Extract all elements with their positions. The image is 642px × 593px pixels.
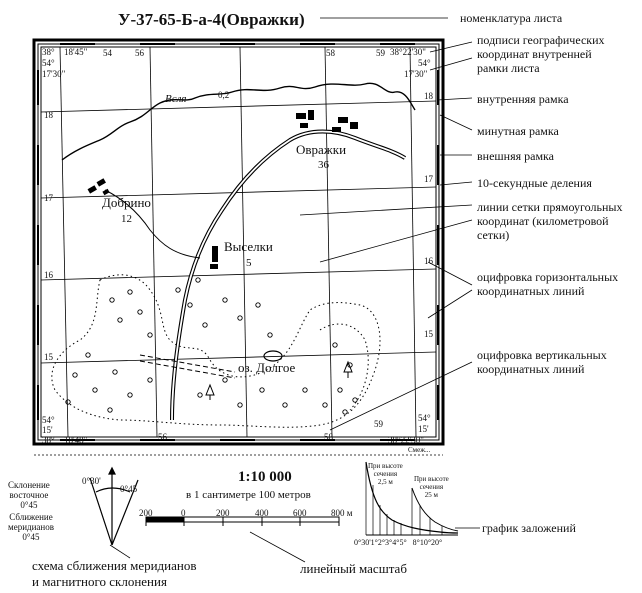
callout-slope-graph: график заложений (482, 521, 576, 535)
place-vyselki-num: 5 (246, 257, 252, 269)
scale-tick-2: 200 (216, 508, 230, 518)
river-name: Вcля (165, 93, 187, 105)
conv-label: Сближение меридианов 0°45 (8, 512, 54, 542)
inner-frame (40, 46, 437, 438)
place-ovrazhki-num: 36 (318, 159, 329, 171)
coord-bl-min: 15' (42, 425, 53, 435)
settlement-blocks (87, 110, 358, 269)
named-scale: в 1 сантиметре 100 метров (186, 489, 311, 501)
callout-nomenclature: номенклатура листа (460, 11, 563, 25)
grid-left-15: 15 (44, 352, 53, 362)
tree-symbols (205, 360, 353, 400)
scale-tick-4: 600 (293, 508, 307, 518)
grid-left-16: 16 (44, 270, 53, 280)
grid-right-17: 17 (424, 174, 433, 184)
river-line (61, 82, 416, 161)
coord-tr-min: 17'30" (404, 69, 428, 79)
grid-bottom-59: 59 (374, 419, 383, 429)
grid-bottom-56: 56 (158, 432, 167, 442)
ditch (139, 354, 236, 379)
river-value: 0,2 (218, 90, 230, 100)
coord-bl-lon: 38° (42, 435, 55, 445)
callout-vert-digits: оцифровка вертикальных координатных лини… (477, 348, 607, 376)
grid-right-18: 18 (424, 91, 433, 101)
grid-left-18: 18 (44, 110, 53, 120)
grid-bottom-58: 58 (324, 432, 333, 442)
coord-br-lat: 54° (418, 413, 431, 423)
coord-tl-min: 17'30" (42, 69, 66, 79)
slope-label-left: При высоте сечения 2,5 м (368, 462, 403, 486)
callout-grid-lines: линии сетки прямоугольных координат (кил… (477, 200, 623, 242)
callout-signatures: подписи географических координат внутрен… (477, 33, 605, 75)
declination-scheme (89, 466, 139, 546)
angle-label-1: 0°30' (82, 476, 101, 486)
smaller-text: Смеж... (408, 446, 431, 454)
linear-scale-bar (145, 516, 340, 526)
scale-tick-0: 200 (139, 508, 153, 518)
slope-axis: 0°30'1°2°3°4°5° 8°10°20° (354, 538, 443, 547)
callout-horiz-digits: оцифровка горизонтальных координатных ли… (477, 270, 619, 298)
grid-top-58: 58 (326, 48, 335, 58)
numeric-scale: 1:10 000 (238, 469, 292, 485)
callout-scheme: схема сближения меридианов и магнитного … (32, 558, 197, 589)
km-grid (40, 46, 437, 438)
coord-br-min: 15' (418, 424, 429, 434)
place-vyselki: Выселки (224, 239, 273, 254)
callout-outer-frame: внешняя рамка (477, 149, 555, 163)
minute-ticks (37, 43, 439, 441)
coord-bl-lat: 54° (42, 415, 55, 425)
side-road (104, 189, 201, 259)
callout-linear-scale: линейный масштаб (300, 561, 407, 576)
grid-left-17: 17 (44, 193, 53, 203)
scale-tick-3: 400 (255, 508, 269, 518)
callout-minute-frame: минутная рамка (477, 124, 559, 138)
place-lake: оз. Долгое (238, 360, 296, 375)
callout-ten-sec: 10-секундные деления (477, 176, 592, 190)
grid-right-15: 15 (424, 329, 433, 339)
place-dobrino: Добрино (102, 195, 151, 210)
forest-boundary (51, 274, 381, 428)
coord-tr-lon: 38°22'30" (390, 47, 426, 57)
grid-top-56: 56 (135, 48, 144, 58)
coord-tl-lat2: 54° (42, 58, 55, 68)
lake (263, 350, 283, 362)
angle-label-2: 0°45 (120, 484, 138, 494)
coord-bl-lon2: 18'48" (64, 435, 88, 445)
grid-right-16: 16 (424, 256, 433, 266)
sheet-nomenclature: У-37-65-Б-а-4(Овражки) (118, 10, 305, 29)
slope-label-right: При высоте сечения 25 м (414, 475, 449, 499)
slope-graph-chart (365, 461, 459, 536)
scale-tick-5: 800 м (331, 508, 353, 518)
coord-tl-lon: 18'45" (64, 47, 88, 57)
decl-label: Склонение восточное 0°45 (8, 480, 50, 510)
coord-tr-lat: 54° (418, 58, 431, 68)
callout-lines (109, 17, 480, 563)
grid-top-54: 54 (103, 48, 112, 58)
outer-frame (32, 38, 445, 446)
scale-tick-1: 0 (181, 508, 186, 518)
coord-br-lon: 38°22'30" (388, 435, 424, 445)
grid-top-59: 59 (376, 48, 385, 58)
forest-circles (65, 277, 358, 415)
callout-inner-frame: внутренняя рамка (477, 92, 569, 106)
coord-tl-lat: 38° (42, 47, 55, 57)
place-ovrazhki: Овражки (296, 142, 347, 157)
place-dobrino-num: 12 (121, 213, 132, 225)
